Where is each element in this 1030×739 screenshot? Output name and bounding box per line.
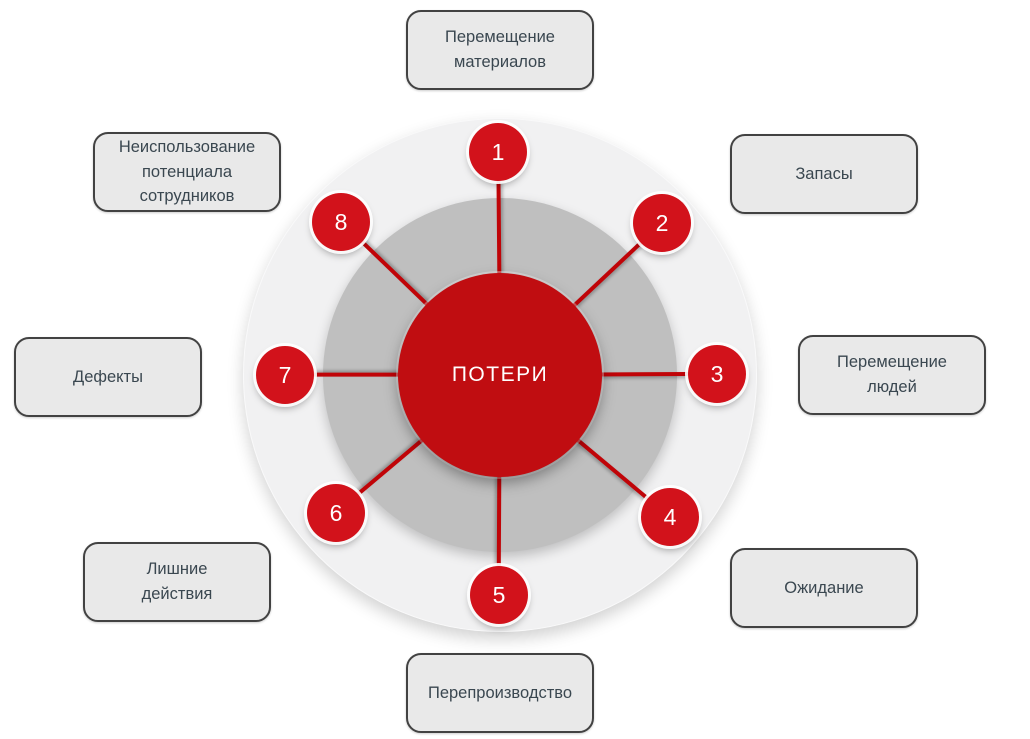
label-box-6: Лишние действия bbox=[83, 542, 271, 622]
node-circle-5: 5 bbox=[470, 566, 528, 624]
label-box-2: Запасы bbox=[730, 134, 918, 214]
label-box-8: Неиспользование потенциала сотрудников bbox=[93, 132, 281, 212]
node-circle-4: 4 bbox=[641, 488, 699, 546]
node-circle-3: 3 bbox=[688, 345, 746, 403]
node-circle-8: 8 bbox=[312, 193, 370, 251]
node-circle-6: 6 bbox=[307, 484, 365, 542]
center-circle: ПОТЕРИ bbox=[398, 273, 602, 477]
center-label: ПОТЕРИ bbox=[451, 363, 549, 386]
label-box-3: Перемещение людей bbox=[798, 335, 986, 415]
node-circle-1: 1 bbox=[469, 123, 527, 181]
label-box-1: Перемещение материалов bbox=[406, 10, 594, 90]
node-circle-2: 2 bbox=[633, 194, 691, 252]
label-box-4: Ожидание bbox=[730, 548, 918, 628]
node-circle-7: 7 bbox=[256, 346, 314, 404]
label-box-7: Дефекты bbox=[14, 337, 202, 417]
label-box-5: Перепроизводство bbox=[406, 653, 594, 733]
